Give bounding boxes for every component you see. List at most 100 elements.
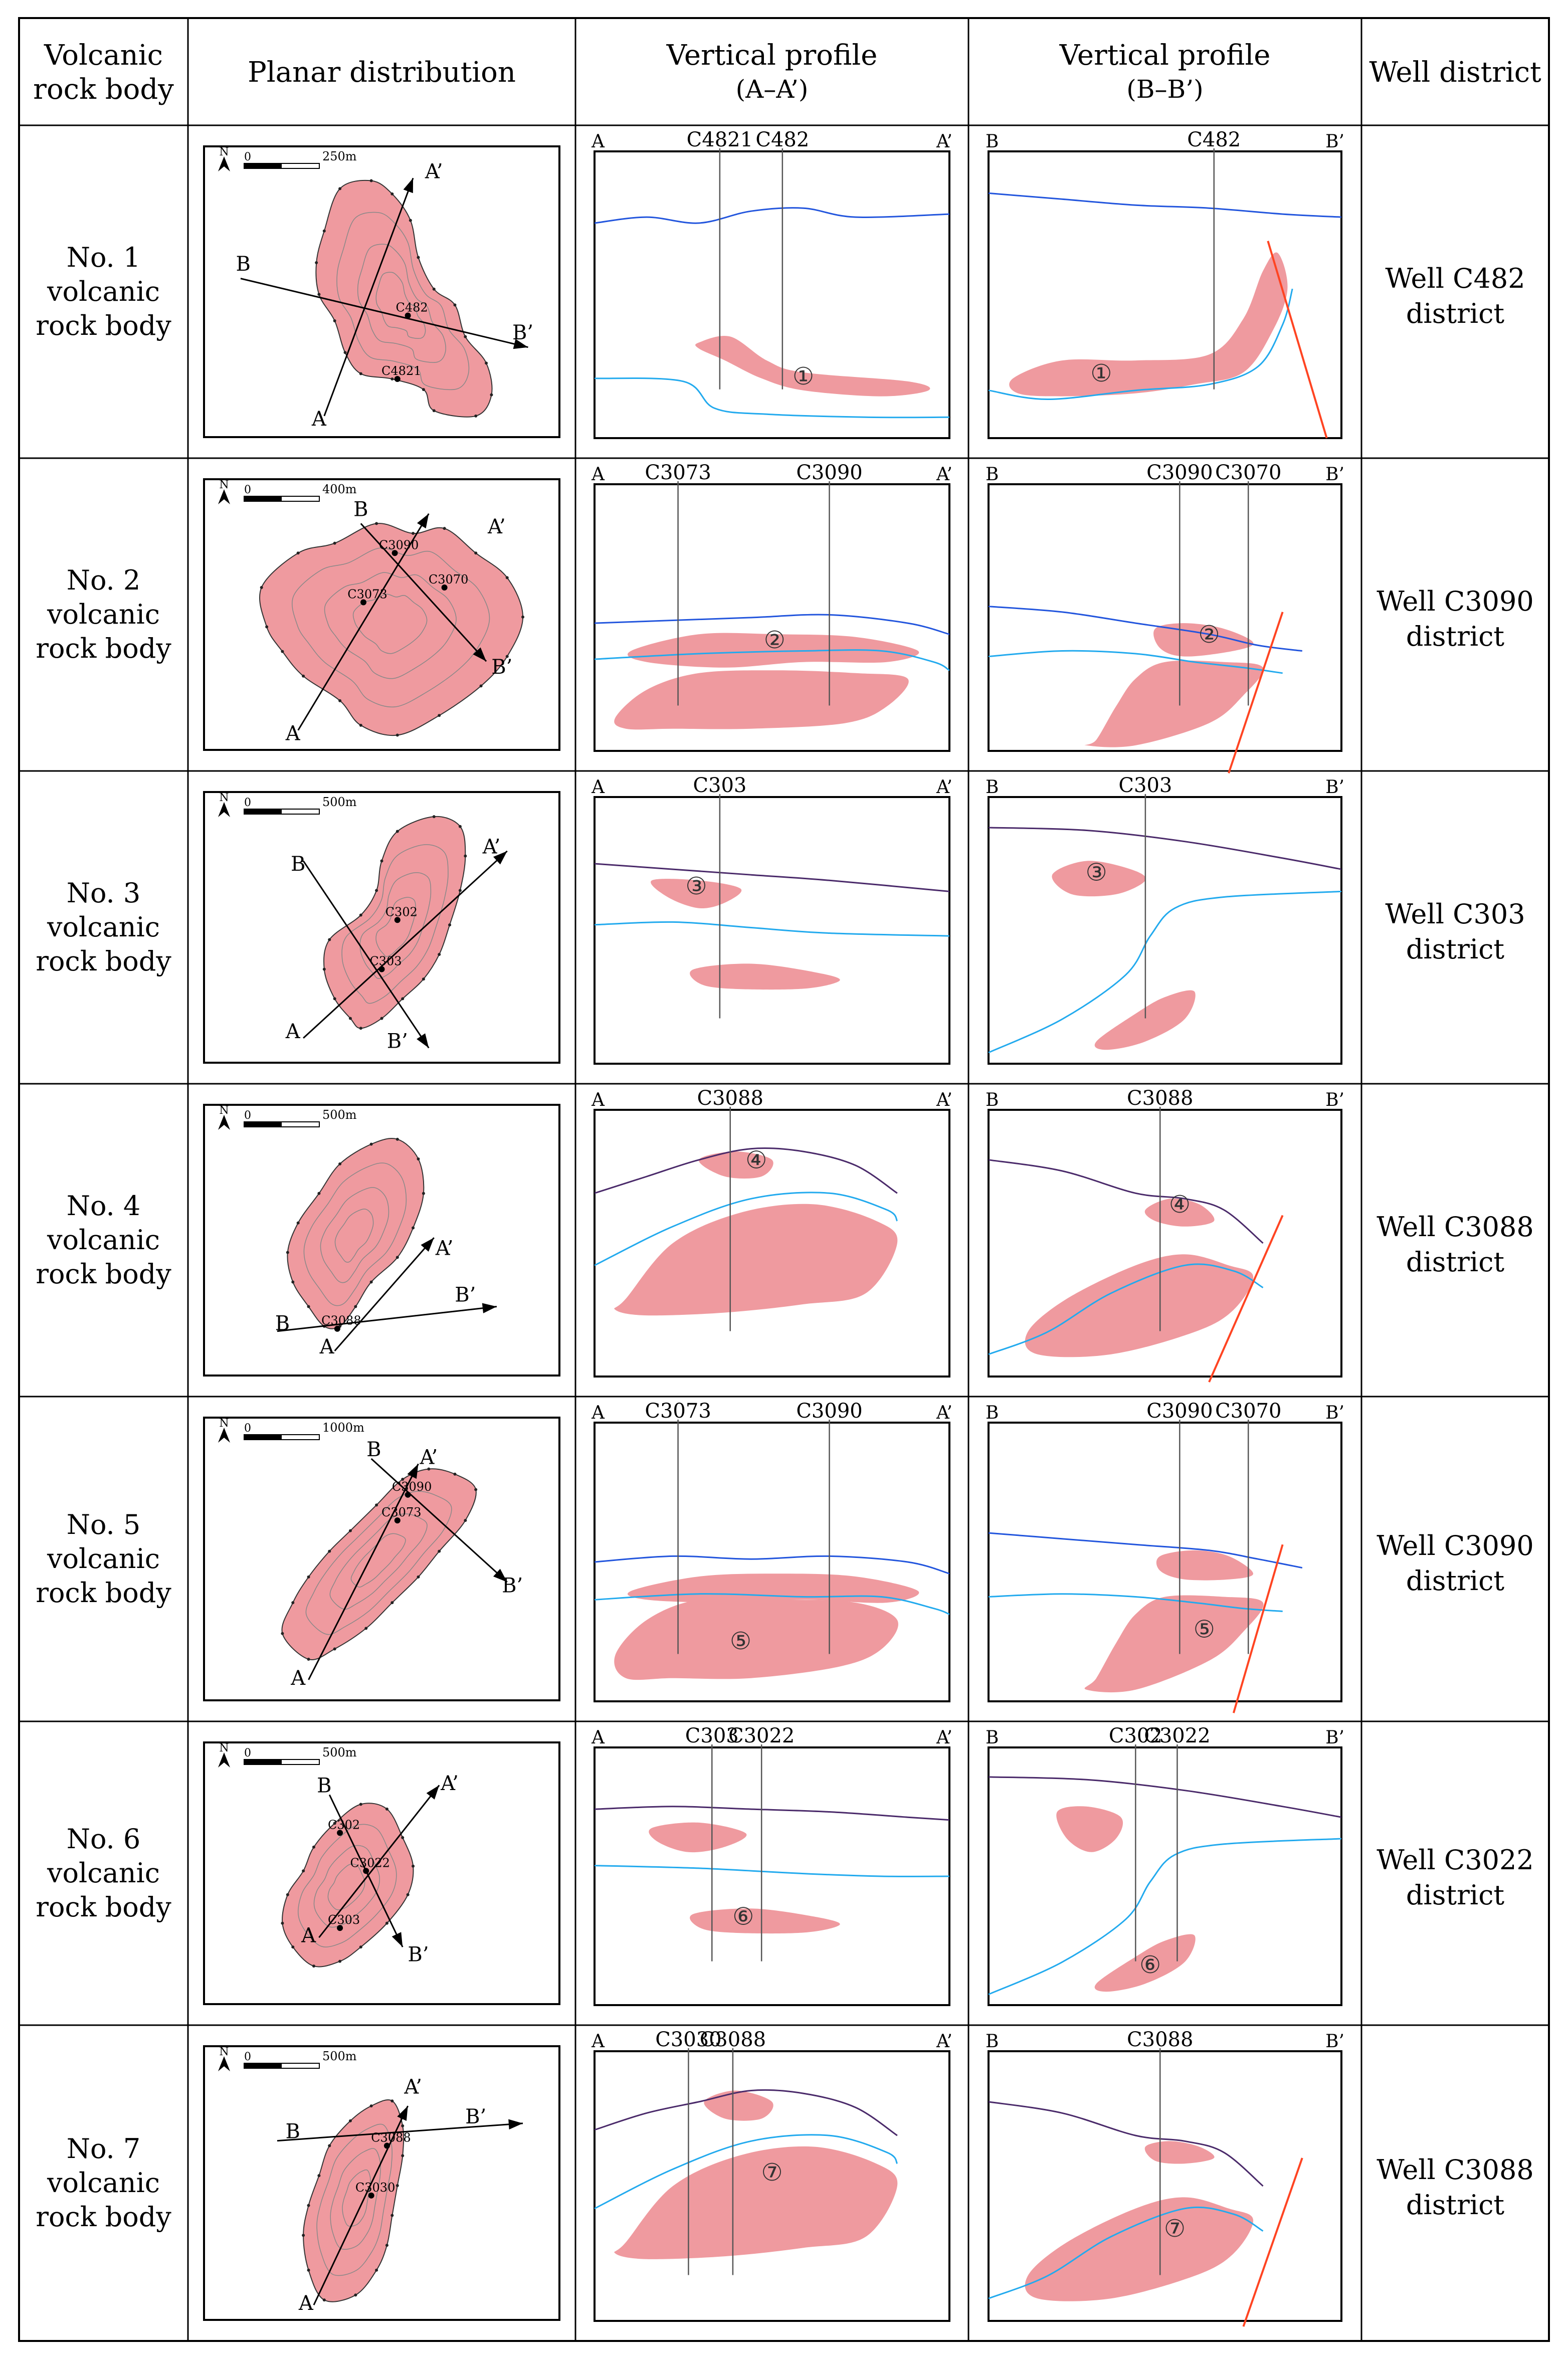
section-end-label: A: [591, 1403, 605, 1423]
well-marker: [334, 1325, 340, 1332]
well-district-label: Well C303: [1385, 898, 1525, 930]
section-end-label: B’: [502, 1575, 523, 1598]
scale-zero: 0: [244, 151, 251, 163]
north-arrow-icon: [218, 489, 230, 504]
north-label: N: [219, 1742, 229, 1754]
rock-body-section: [614, 2146, 898, 2259]
scale-zero: 0: [244, 797, 251, 809]
header-planar-distribution: Planar distribution: [248, 56, 516, 89]
header-vertical-profile-b: Vertical profile: [1059, 39, 1271, 72]
rock-body-label: rock body: [36, 633, 171, 664]
section-end-label: B: [986, 1403, 999, 1423]
scale-label: 500m: [322, 795, 357, 809]
section-arrow-icon: [493, 851, 507, 865]
outline-tick: [281, 1632, 284, 1635]
well-label: C3070: [1215, 461, 1281, 484]
outline-tick: [317, 2174, 321, 2178]
contour-line: [327, 1863, 365, 1910]
outline-tick: [505, 655, 509, 658]
outline-tick: [291, 1945, 295, 1949]
profile-frame: [594, 796, 950, 1065]
outline-tick: [359, 913, 362, 917]
well-marker: [394, 376, 401, 382]
section-end-label: A: [591, 1727, 605, 1748]
rock-body-label: rock body: [36, 1577, 171, 1609]
outline-tick: [333, 997, 336, 1001]
outline-tick: [317, 1192, 321, 1195]
section-end-label: A: [319, 1335, 335, 1358]
body-number-label: ②: [764, 626, 786, 654]
outline-tick: [422, 977, 425, 981]
north-arrow-icon: [218, 156, 230, 171]
contour-line: [292, 547, 490, 708]
section-end-label: A: [301, 1924, 316, 1947]
rock-body-label: rock body: [36, 1258, 171, 1290]
section-end-label: B’: [1325, 131, 1344, 152]
outline-tick: [359, 1803, 362, 1806]
north-label: N: [219, 792, 229, 804]
section-end-label: A’: [936, 1090, 952, 1110]
section-end-label: B’: [455, 1284, 476, 1307]
outline-tick: [432, 815, 436, 819]
section-line-a: [308, 1463, 419, 1680]
outline-tick: [307, 1575, 310, 1579]
horizon-bottom: [988, 288, 1293, 401]
well-marker: [368, 2192, 374, 2199]
rock-body-label: volcanic: [47, 1224, 160, 1256]
well-label: C4821: [381, 364, 421, 378]
outline-tick: [505, 576, 509, 579]
horizon-bottom: [988, 890, 1342, 1054]
section-line-a: [334, 1237, 435, 1351]
section-end-label: A’: [936, 1727, 952, 1748]
well-marker: [337, 1830, 343, 1836]
well-district-label: Well C482: [1385, 263, 1525, 294]
well-label: C303: [685, 1724, 739, 1747]
rock-body-section: [1156, 1550, 1253, 1581]
outline-tick: [369, 179, 373, 182]
scale-bar-fill: [244, 1435, 282, 1440]
outline-tick: [375, 1503, 378, 1507]
north-arrow-icon: [218, 2056, 230, 2071]
outline-tick: [438, 714, 441, 717]
rock-body-label: No. 4: [67, 1190, 141, 1222]
north-label: N: [219, 1104, 229, 1117]
section-end-label: A: [591, 131, 605, 152]
contour-line: [330, 2148, 381, 2250]
contour-line: [357, 244, 446, 363]
section-line-b: [277, 2122, 523, 2142]
outline-tick: [343, 351, 347, 354]
section-end-label: A: [591, 1090, 605, 1110]
section-end-label: B’: [1325, 1403, 1344, 1423]
section-end-label: A’: [487, 515, 506, 538]
contour-line: [316, 2123, 393, 2276]
fault-line: [1267, 241, 1328, 439]
well-label: C302: [385, 905, 418, 919]
section-end-label: B: [286, 2120, 300, 2143]
outline-tick: [328, 938, 331, 941]
well-label: C4821: [687, 128, 753, 151]
section-arrow-icon: [482, 1303, 497, 1313]
well-marker: [441, 584, 448, 591]
scale-zero: 0: [244, 2051, 251, 2063]
well-district-label: district: [1406, 298, 1505, 329]
section-end-label: A: [285, 722, 301, 745]
body-number-label: ③: [1086, 858, 1107, 886]
well-marker: [378, 966, 385, 972]
well-district-label: district: [1406, 1879, 1505, 1911]
section-end-label: A’: [936, 2031, 952, 2052]
well-label: C3070: [1215, 1400, 1281, 1423]
outline-tick: [380, 859, 383, 863]
rock-body-section: [1025, 2197, 1254, 2301]
outline-tick: [333, 1822, 336, 1825]
rock-body-section: [1084, 660, 1264, 747]
header-vertical-profile-a: (A–A’): [736, 75, 809, 104]
outline-tick: [417, 256, 420, 259]
outline-tick: [417, 1575, 420, 1579]
well-label: C302: [328, 1818, 360, 1832]
outline-tick: [396, 830, 399, 833]
outline-tick: [302, 1869, 305, 1873]
outline-tick: [401, 1478, 405, 1481]
well-district-label: district: [1406, 621, 1505, 652]
